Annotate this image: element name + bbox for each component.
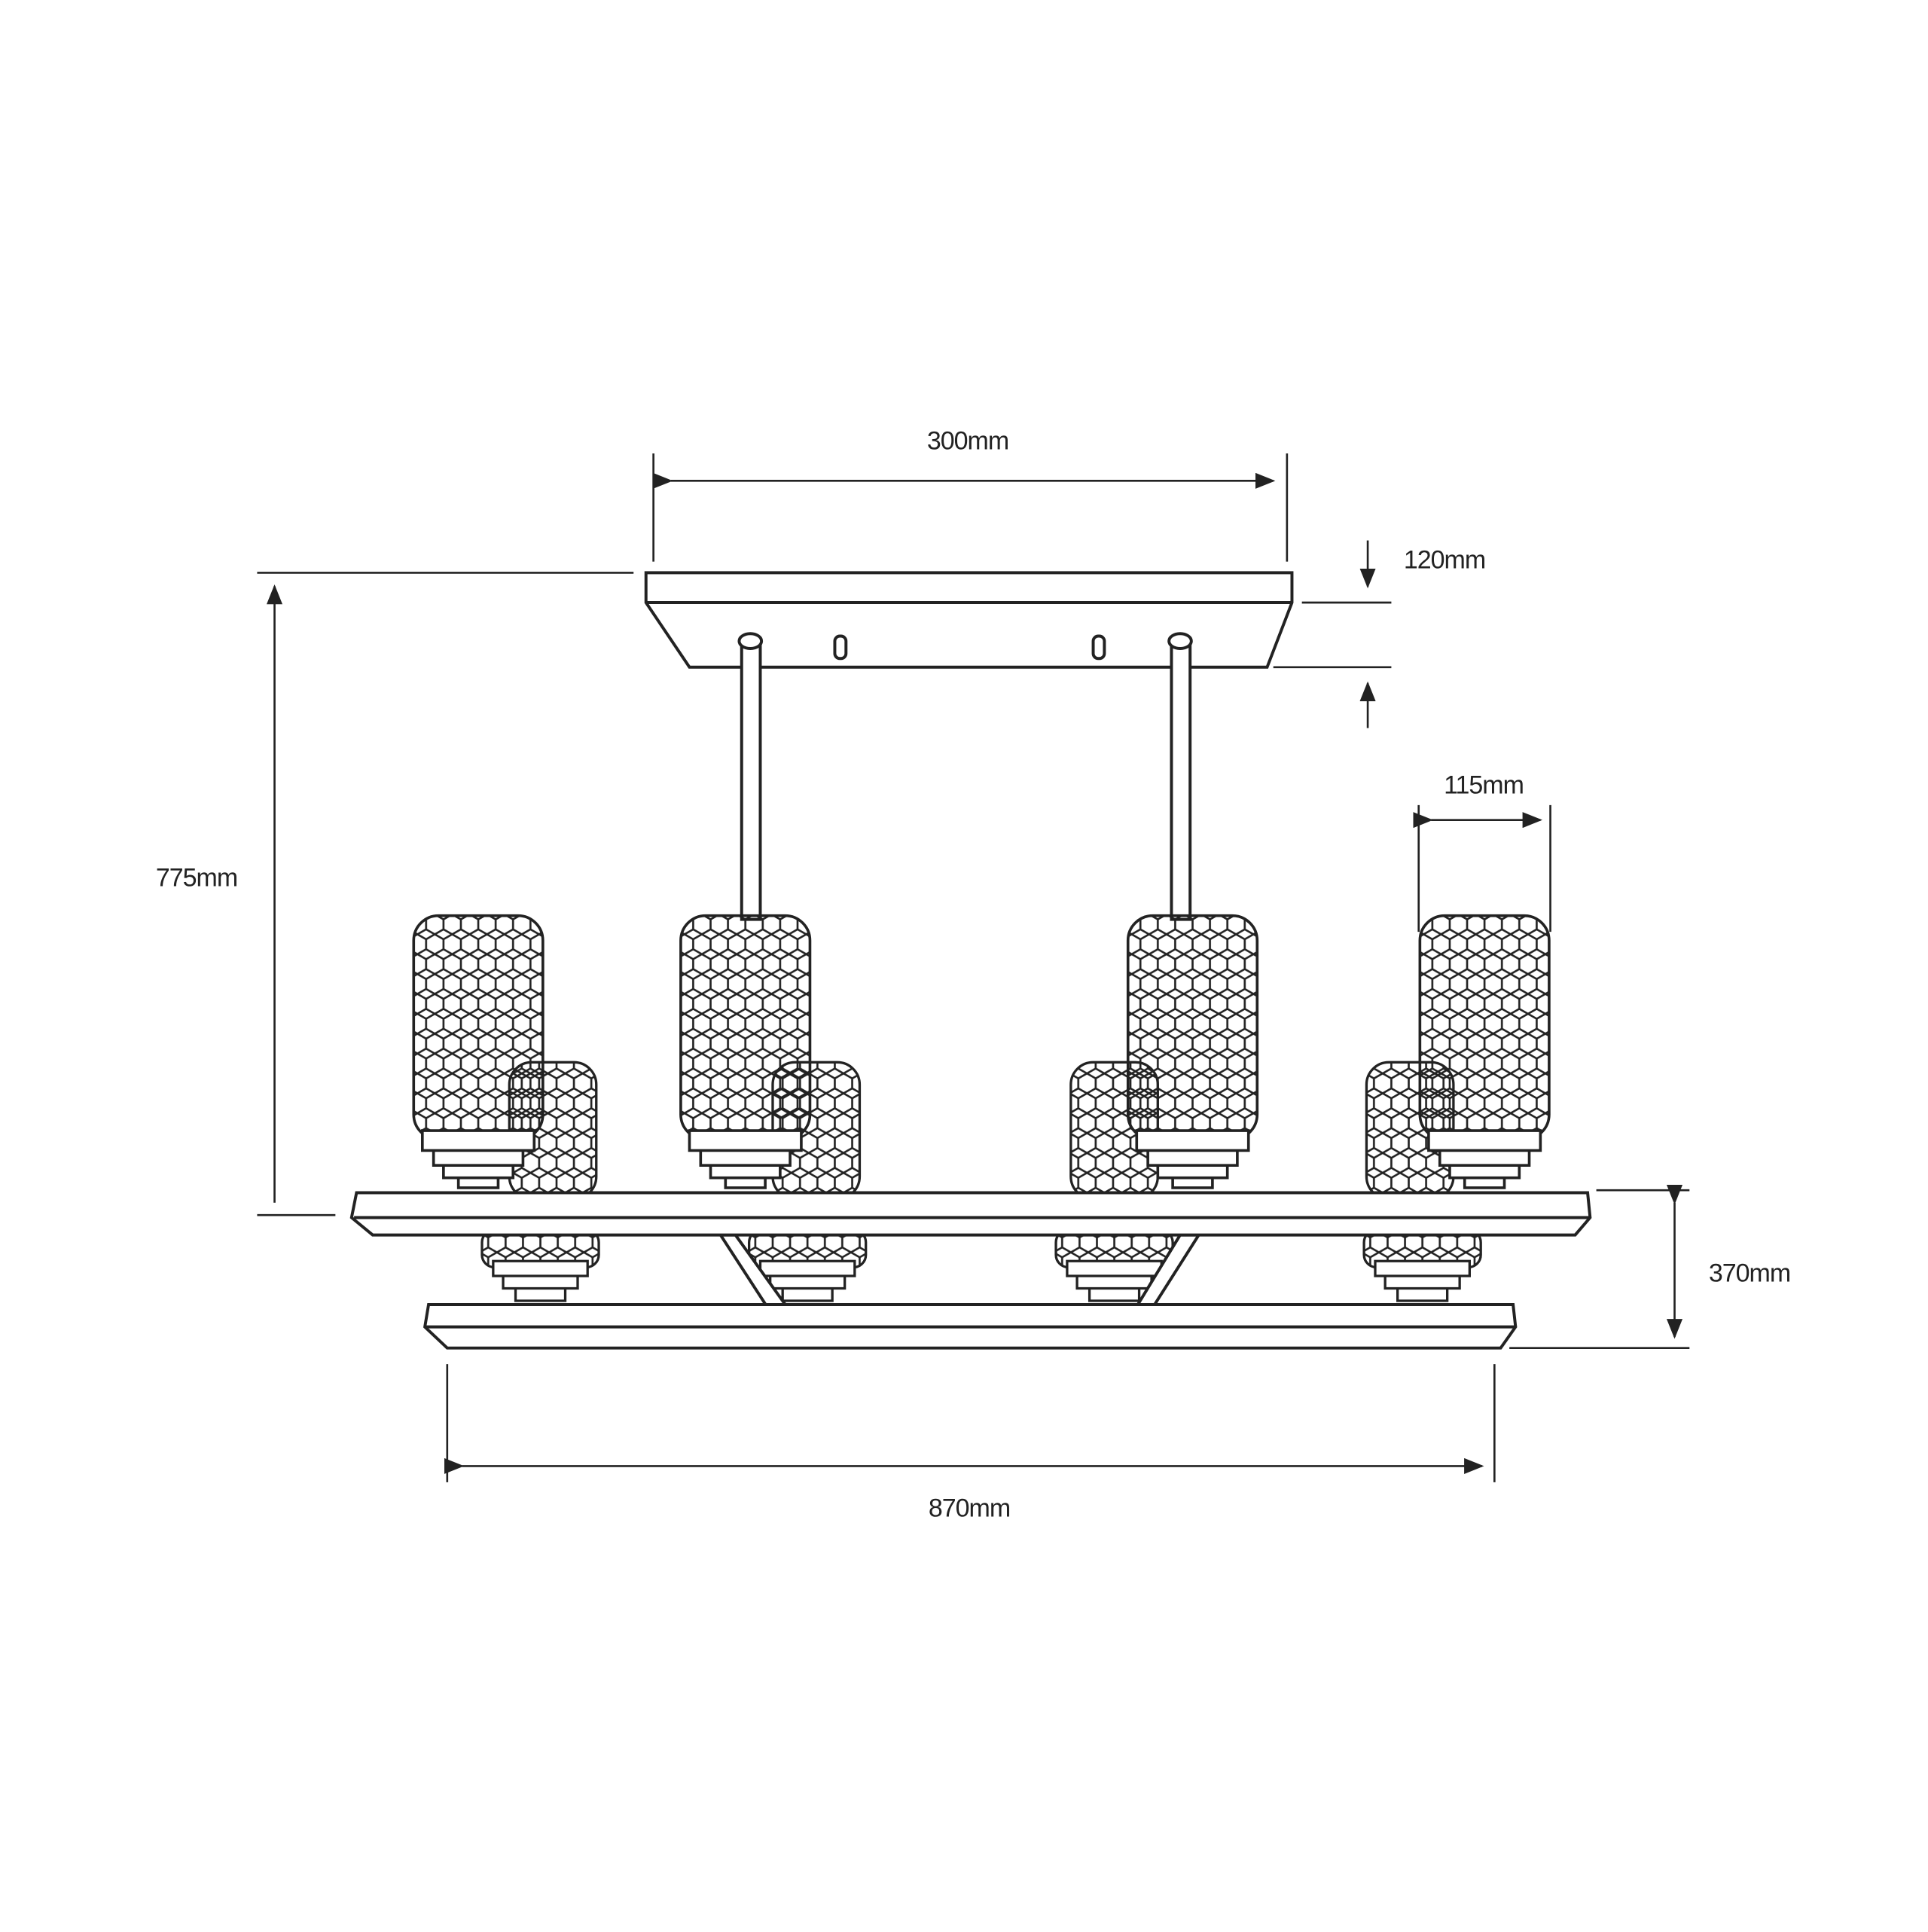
dim-775-lines [257,572,634,1216]
dim-label-overall-height: 775mm [155,863,238,893]
dim-label-body-height: 370mm [1708,1259,1791,1288]
dim-label-canopy-height: 120mm [1403,545,1486,575]
lower-shades [480,1228,1482,1302]
dim-label-canopy-width: 300mm [926,426,1009,456]
canopy [644,571,1294,669]
dim-370-lines [1509,1184,1690,1350]
dim-870-lines [444,1364,1496,1482]
dim-label-shade-diameter: 115mm [1444,771,1524,800]
dim-120-lines [1273,540,1392,728]
dim-300-lines [652,453,1289,562]
rear-shades [508,1061,1455,1201]
dim-label-overall-width: 870mm [928,1494,1011,1523]
dim-115-lines [1413,804,1551,932]
front-shades [412,914,1551,1189]
frame-bars [349,1191,1592,1350]
rods [737,632,1193,921]
